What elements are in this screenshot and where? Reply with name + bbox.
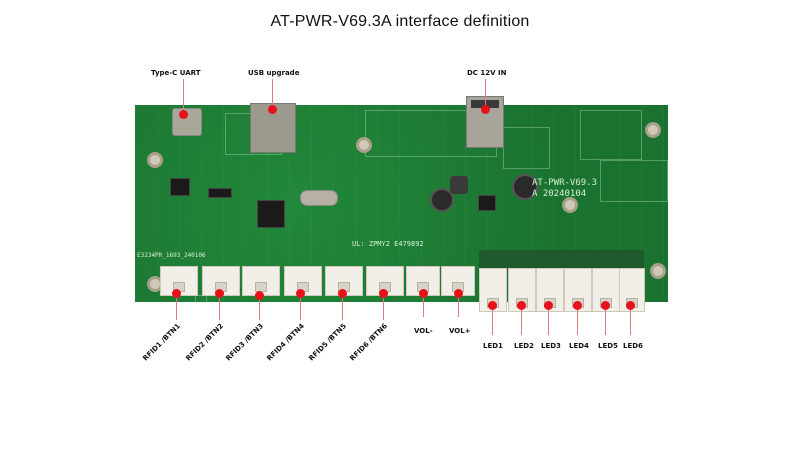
label-rfid4-btn4: RFID4 /BTN4 (265, 322, 306, 363)
silk-model: AT-PWR-V69.3 (532, 178, 598, 188)
callout-line (485, 79, 486, 109)
marker-type-c-uart (178, 109, 188, 119)
capacitor (430, 188, 454, 212)
marker-dc-12v-in (480, 104, 490, 114)
callout-line (423, 293, 424, 317)
label-led2: LED2 (514, 342, 534, 350)
crystal-oscillator (300, 190, 338, 206)
callout-line (300, 293, 301, 320)
callout-line (219, 293, 220, 320)
silk-outline (503, 127, 550, 169)
label-rfid3-btn3: RFID3 /BTN3 (224, 322, 265, 363)
label-rfid1-btn1: RFID1 /BTN1 (141, 322, 182, 363)
callout-line (548, 305, 549, 335)
callout-line (259, 295, 260, 320)
label-usb-upgrade: USB upgrade (248, 69, 300, 77)
marker-rfid4-btn4 (295, 288, 305, 298)
marker-vol-minus (418, 288, 428, 298)
label-rfid2-btn2: RFID2 /BTN2 (184, 322, 225, 363)
marker-led5 (600, 300, 610, 310)
callout-line (577, 305, 578, 335)
callout-line (176, 293, 177, 320)
ic-chip (208, 188, 232, 198)
ic-chip (170, 178, 190, 196)
callout-line (383, 293, 384, 320)
label-led3: LED3 (541, 342, 561, 350)
label-vol-minus: VOL- (414, 327, 433, 335)
label-dc-12v-in: DC 12V IN (467, 69, 507, 77)
silk-left: E3234PR_1693_240106 (137, 252, 206, 259)
label-led5: LED5 (598, 342, 618, 350)
marker-led4 (572, 300, 582, 310)
ic-chip (478, 195, 496, 211)
label-type-c-uart: Type-C UART (151, 69, 201, 77)
mounting-hole (356, 137, 372, 153)
mounting-hole (147, 152, 163, 168)
callout-line (342, 293, 343, 320)
rfid4-connector (284, 266, 322, 296)
label-led6: LED6 (623, 342, 643, 350)
silk-outline (600, 160, 668, 202)
marker-led3 (543, 300, 553, 310)
silk-ul: UL: ZPMY2 E479892 (352, 240, 424, 248)
mcu-chip (257, 200, 285, 228)
callout-line (272, 79, 273, 109)
marker-rfid6-btn6 (378, 288, 388, 298)
callout-line (605, 305, 606, 335)
marker-led1 (487, 300, 497, 310)
mounting-hole (562, 197, 578, 213)
marker-rfid3-btn3 (254, 290, 264, 300)
marker-rfid2-btn2 (214, 288, 224, 298)
capacitor (512, 174, 538, 200)
page-title: AT-PWR-V69.3A interface definition (270, 13, 530, 30)
marker-vol-plus (453, 288, 463, 298)
marker-led2 (516, 300, 526, 310)
callout-line (630, 305, 631, 335)
callout-line (458, 293, 459, 317)
mounting-hole (645, 122, 661, 138)
callout-line (183, 79, 184, 114)
label-rfid5-btn5: RFID5 /BTN5 (307, 322, 348, 363)
callout-line (492, 305, 493, 335)
label-rfid6-btn6: RFID6 /BTN6 (348, 322, 389, 363)
marker-usb-upgrade (267, 104, 277, 114)
silk-date: A 20240104 (532, 189, 587, 199)
silk-outline (195, 295, 207, 303)
marker-rfid5-btn5 (337, 288, 347, 298)
marker-rfid1-btn1 (171, 288, 181, 298)
inductor (450, 176, 468, 194)
label-vol-plus: VOL+ (449, 327, 471, 335)
silk-outline (580, 110, 642, 160)
label-led1: LED1 (483, 342, 503, 350)
label-led4: LED4 (569, 342, 589, 350)
led-header-block (479, 250, 644, 270)
marker-led6 (625, 300, 635, 310)
mounting-hole (650, 263, 666, 279)
callout-line (521, 305, 522, 335)
